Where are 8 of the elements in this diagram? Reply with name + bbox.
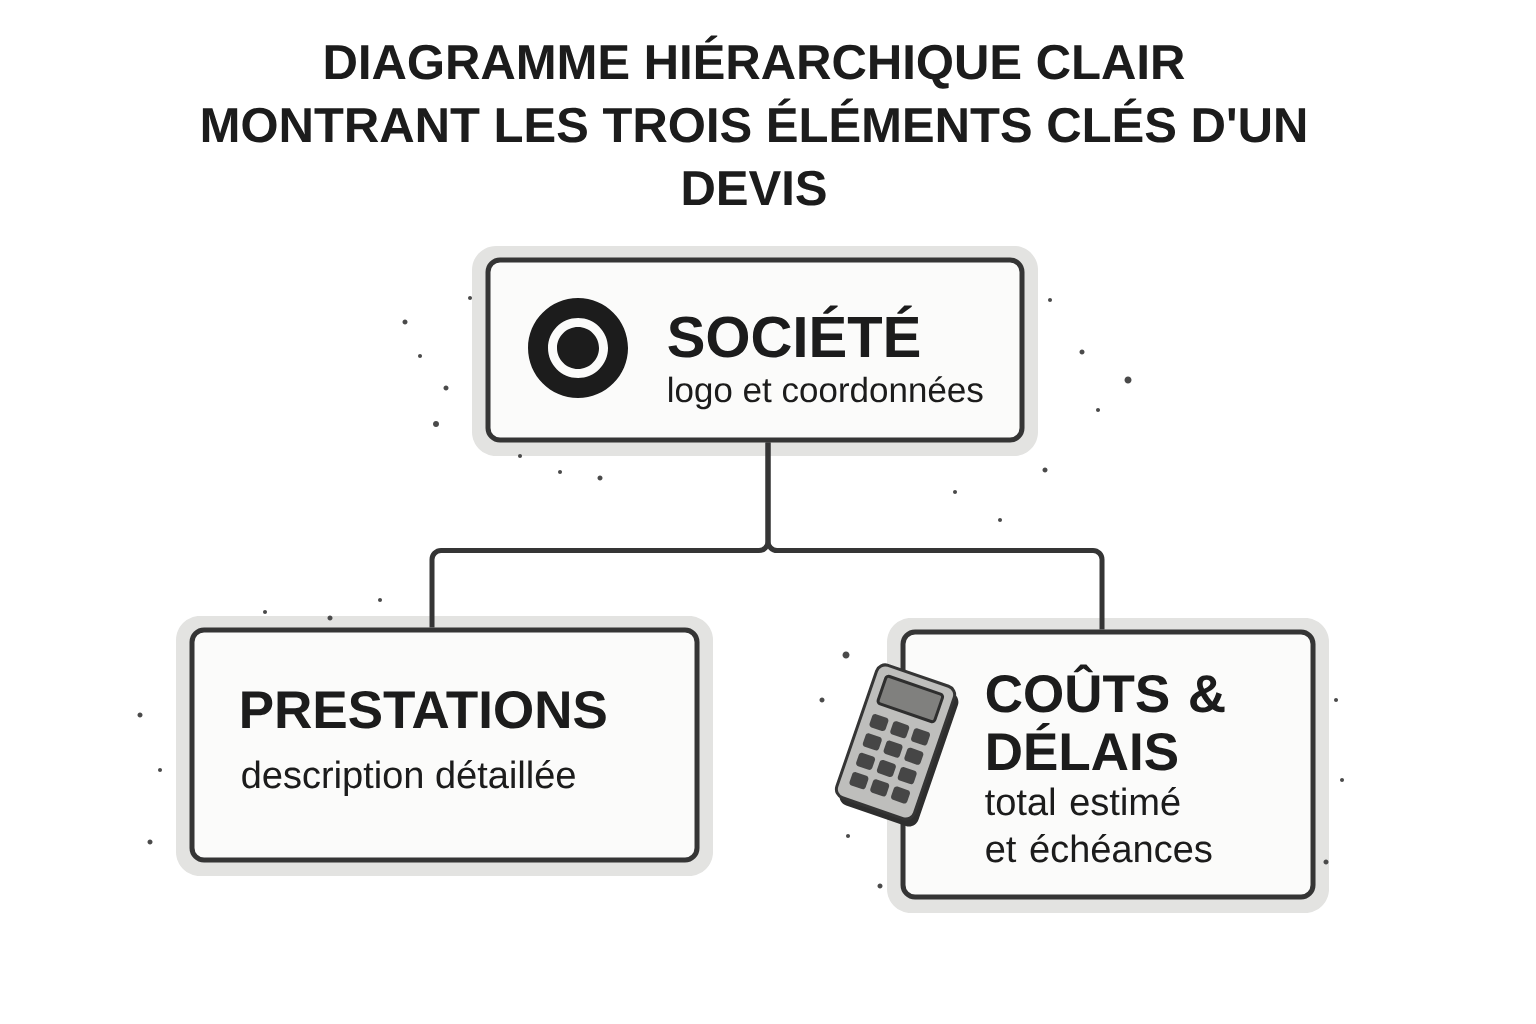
box-heading: PRESTATIONS [242, 690, 606, 729]
connector-line [765, 442, 1105, 630]
box-description: logo et coordonnées [669, 376, 983, 410]
title: DIAGRAMME HIÉRARCHIQUE CLAIR MONTRANT LES TROIS ÉLÉMENTS CLÉS D'UN DEVIS [202, 35, 1306, 206]
box-description: total estimé et échéances [985, 787, 1212, 863]
box-heading: COÛTS & DÉLAIS [986, 664, 1225, 771]
box-heading: SOCIÉTÉ [668, 305, 920, 358]
box-description: description détaillée [242, 760, 575, 796]
